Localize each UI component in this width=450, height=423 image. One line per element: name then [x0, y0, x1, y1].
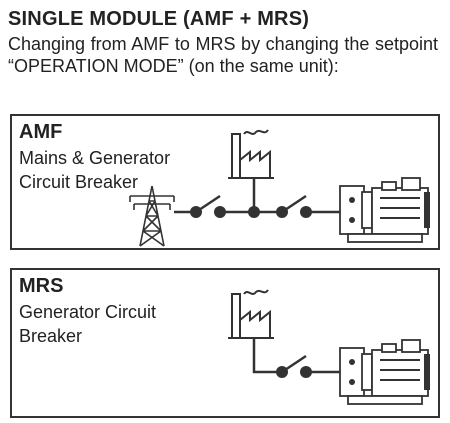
generator-breaker-switch [281, 354, 307, 374]
page-description: Changing from AMF to MRS by changing the… [8, 34, 438, 76]
mrs-diagram [228, 289, 430, 405]
amf-panel: AMF Mains & Generator Circuit Breaker [10, 114, 440, 250]
mrs-panel: MRS Generator Circuit Breaker [10, 268, 440, 418]
amf-panel-description: Mains & Generator Circuit Breaker [19, 148, 171, 192]
generator-icon [339, 177, 430, 243]
mains-breaker-switch [195, 194, 221, 214]
generator-breaker-switch [281, 194, 307, 214]
generator-icon [339, 339, 430, 405]
amf-diagram [129, 129, 430, 247]
mains-tower-icon [129, 185, 175, 247]
page-title: SINGLE MODULE (AMF + MRS) [8, 8, 310, 30]
factory-icon [228, 129, 274, 179]
amf-panel-title: AMF [19, 121, 63, 143]
mrs-panel-description: Generator Circuit Breaker [19, 302, 157, 346]
mrs-panel-title: MRS [19, 275, 64, 297]
factory-icon [228, 289, 274, 339]
